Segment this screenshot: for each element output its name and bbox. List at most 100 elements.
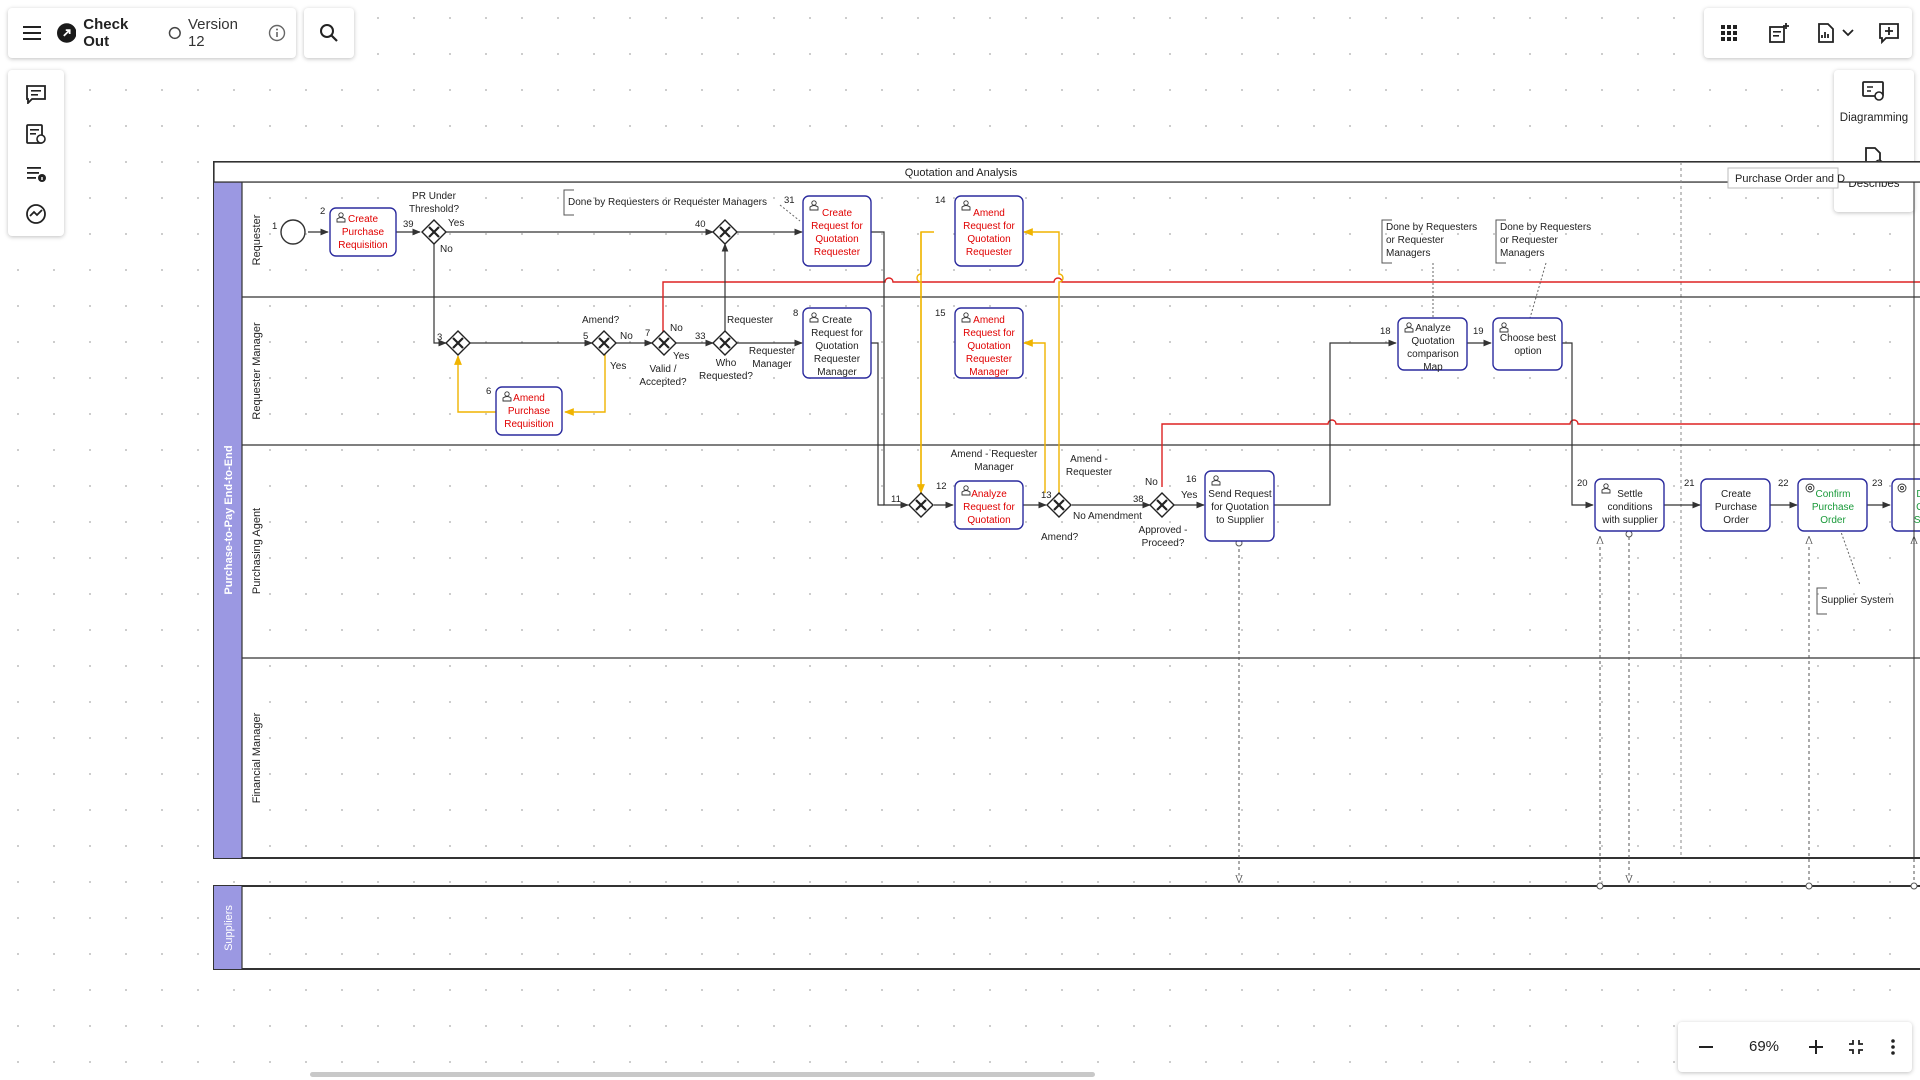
horizontal-scrollbar[interactable]: [310, 1072, 1095, 1077]
task-16: [1204, 470, 1275, 542]
svg-text:Valid /Accepted?: Valid /Accepted?: [639, 364, 687, 388]
svg-text:DGSe: DGSe: [1914, 489, 1920, 526]
version-info-button[interactable]: [257, 8, 296, 58]
user-icon: [809, 312, 819, 323]
gateways[interactable]: [421, 219, 1175, 518]
svg-text:Done by Requesters or Requeste: Done by Requesters or Requester Managers: [568, 197, 767, 208]
task-20: [1594, 478, 1665, 532]
right-side-panel: Diagramming Describes: [1834, 70, 1914, 212]
more-options-button[interactable]: [1876, 1022, 1910, 1072]
main-toolbar: Check Out Version 12: [8, 8, 296, 58]
add-comment-button[interactable]: [1866, 8, 1912, 58]
more-vertical-icon: [1891, 1039, 1895, 1055]
svg-text:14: 14: [935, 195, 946, 206]
svg-text:Approved -Proceed?: Approved -Proceed?: [1139, 525, 1188, 549]
svg-text:Supplier System: Supplier System: [1821, 595, 1894, 606]
system-gear-icon: [1805, 483, 1815, 493]
menu-button[interactable]: [8, 8, 57, 58]
report-dropdown-button[interactable]: [1806, 8, 1864, 58]
user-icon: [1601, 483, 1611, 494]
main-pool[interactable]: Purchase-to-Pay End-to-End Quotation and…: [213, 161, 1920, 859]
list-info-button[interactable]: [8, 154, 64, 194]
report-icon: [1818, 23, 1834, 43]
zoom-out-button[interactable]: [1686, 1022, 1726, 1072]
tasks[interactable]: [329, 195, 1920, 542]
gateway-11: [908, 492, 934, 518]
zoom-in-button[interactable]: [1796, 1022, 1836, 1072]
lane-requester-label: Requester: [251, 214, 263, 265]
gateway-39: [421, 219, 447, 245]
task-18: [1397, 317, 1468, 371]
search-button[interactable]: [304, 8, 354, 58]
gateway-38: [1149, 492, 1175, 518]
lane-labels: Requester Requester Manager Purchasing A…: [251, 214, 263, 803]
fit-screen-icon: [1849, 1040, 1863, 1054]
fit-to-screen-button[interactable]: [1836, 1022, 1876, 1072]
hamburger-icon: [23, 26, 42, 40]
user-icon: [809, 200, 819, 211]
svg-text:3: 3: [437, 332, 442, 343]
add-comment-icon: [1879, 23, 1899, 44]
properties-button[interactable]: [8, 114, 64, 154]
sequence-flows: [308, 228, 1891, 509]
svg-text:21: 21: [1684, 478, 1695, 489]
lane-purchasing-agent-label: Purchasing Agent: [251, 508, 263, 594]
checkout-label: Check Out: [83, 16, 129, 50]
start-event[interactable]: [280, 219, 306, 245]
suppliers-pool-label: Suppliers: [223, 905, 235, 951]
svg-text:16: 16: [1186, 474, 1197, 485]
info-icon: [268, 24, 285, 42]
lane-requester-manager-label: Requester Manager: [251, 322, 263, 420]
svg-text:2: 2: [320, 206, 325, 217]
task-19: [1492, 317, 1563, 371]
task-6: [495, 386, 563, 436]
suppliers-pool[interactable]: Suppliers: [213, 885, 1920, 970]
checkout-button[interactable]: Check Out: [56, 8, 169, 58]
version-selector[interactable]: Version 12: [168, 8, 257, 58]
text-annotations: Done by Requesters or Requester Managers…: [563, 189, 1894, 615]
lane-separators: [241, 182, 1920, 858]
analytics-button[interactable]: [8, 194, 64, 234]
svg-text:13: 13: [1041, 490, 1052, 501]
svg-text:No: No: [440, 244, 453, 255]
apps-button[interactable]: [1706, 8, 1752, 58]
phase-purchase-order-box: Purchase Order and D: [1727, 167, 1845, 189]
svg-text:23: 23: [1872, 478, 1883, 489]
svg-text:12: 12: [936, 481, 947, 492]
minus-icon: [1699, 1046, 1713, 1048]
add-document-button[interactable]: [1756, 8, 1802, 58]
svg-text:22: 22: [1778, 478, 1789, 489]
analytics-icon: [26, 204, 46, 224]
svg-text:18: 18: [1380, 326, 1391, 337]
properties-icon: [26, 124, 46, 144]
svg-text:7: 7: [645, 328, 650, 339]
amend-flows: [454, 228, 1064, 494]
comments-button[interactable]: [8, 74, 64, 114]
diagramming-button[interactable]: Diagramming: [1834, 80, 1914, 140]
user-icon: [336, 212, 346, 223]
plus-icon: [1809, 1040, 1823, 1054]
svg-text:No: No: [620, 331, 633, 342]
svg-text:Requester: Requester: [727, 315, 774, 326]
user-icon: [502, 391, 512, 402]
add-document-icon: [1769, 23, 1789, 43]
user-icon: [961, 200, 971, 211]
svg-text:33: 33: [695, 331, 706, 342]
user-icon: [1499, 322, 1509, 333]
element-numbers: 1 2 39 3 6 5 7 33 40 31 8 14 15 11 12 13…: [272, 195, 1883, 505]
